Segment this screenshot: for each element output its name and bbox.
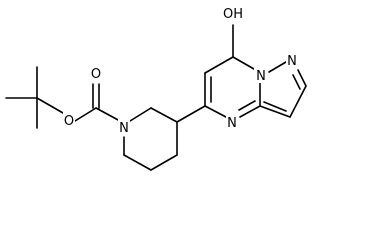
bond-tbu-to-oxygen [36,97,64,114]
bond-c3a-pyr-n-double [238,100,256,111]
hydroxyl-label: OH [223,7,243,22]
atom-labels: OH O O N N N N [63,6,299,136]
pyrimidine-ring [204,24,261,118]
ester-oxygen-label: O [64,114,74,129]
bond-c2-to-c3 [289,85,307,118]
pyrimidine-nitrogen-label: N [227,116,237,131]
bond-c6-to-c7 [204,56,234,74]
tert-butyl-group [5,66,64,129]
bond-n2-c2-double [292,74,301,90]
bond-c2-to-c3 [150,107,178,123]
boc-carbamate [74,83,121,122]
bond-bridge-n-to-n2 [268,61,287,73]
bond-pyr-n-to-c5 [204,105,227,118]
bond-carbonyl-to-nitrogen [95,107,121,122]
bond-n2-to-c2 [297,69,307,87]
bond-n-to-c2 [129,107,152,122]
bridgehead-nitrogen-label: N [256,69,266,84]
piperidine-ring [123,105,206,171]
bond-c3a-to-pyr-n [239,105,261,118]
molecule-canvas: OH O O N N N N [5,6,307,171]
bond-oxygen-to-carbonyl [74,107,97,122]
bond-c3-to-c3a [259,105,291,118]
pyrazole-ring [259,61,307,118]
bond-c5-to-c6 [123,154,152,171]
pyrazole-nitrogen-label: N [287,54,297,69]
carbonyl-oxygen-label: O [91,67,101,82]
piperidine-nitrogen-label: N [119,121,129,136]
bond-c7-to-bridge-n [232,56,255,70]
bond-c4-to-c5 [150,154,178,171]
structure-drawing: OH O O N N N N [5,6,307,171]
bond-c3-c3a-double [263,101,287,112]
bond-piperidine-to-pyrimidine [176,105,206,123]
